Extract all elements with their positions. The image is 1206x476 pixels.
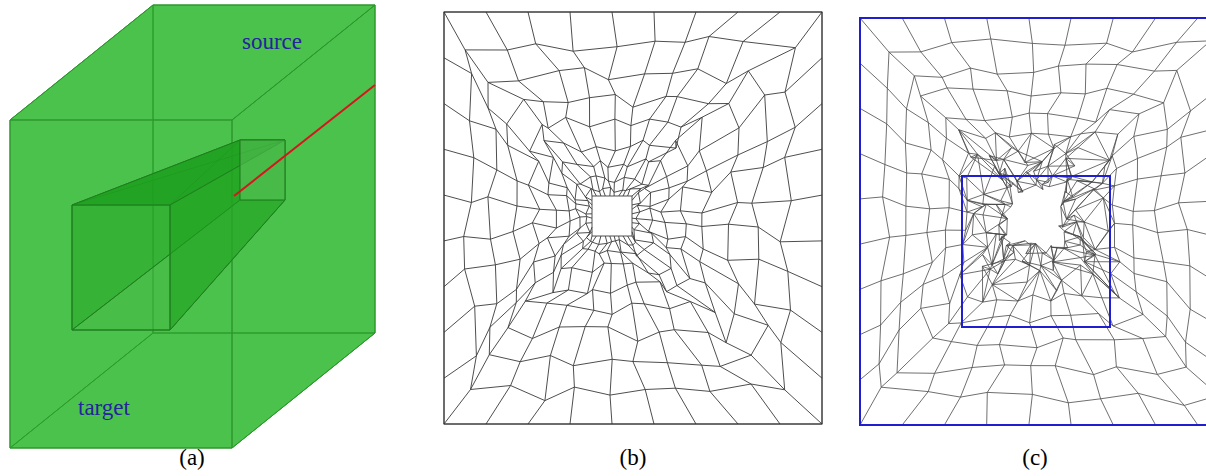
top-face xyxy=(10,5,375,120)
outer-frame xyxy=(860,18,1206,425)
source-face xyxy=(240,140,285,200)
mesh-lines xyxy=(444,12,822,424)
inner-frame xyxy=(962,176,1110,327)
surface-label: source xyxy=(242,30,302,53)
cube-silhouette xyxy=(10,5,375,448)
sweep-line xyxy=(234,85,375,196)
quad-mesh xyxy=(444,12,822,424)
target-face xyxy=(72,205,170,330)
panel-label: (b) xyxy=(620,446,647,469)
panel-label: (c) xyxy=(1022,446,1048,469)
mesh-boundary xyxy=(444,12,822,424)
deformed-mesh xyxy=(860,18,1206,425)
panel-label: (a) xyxy=(179,446,205,469)
surface-label: target xyxy=(78,396,130,419)
cube-illustration xyxy=(10,5,375,448)
mesh-lines xyxy=(860,18,1206,425)
